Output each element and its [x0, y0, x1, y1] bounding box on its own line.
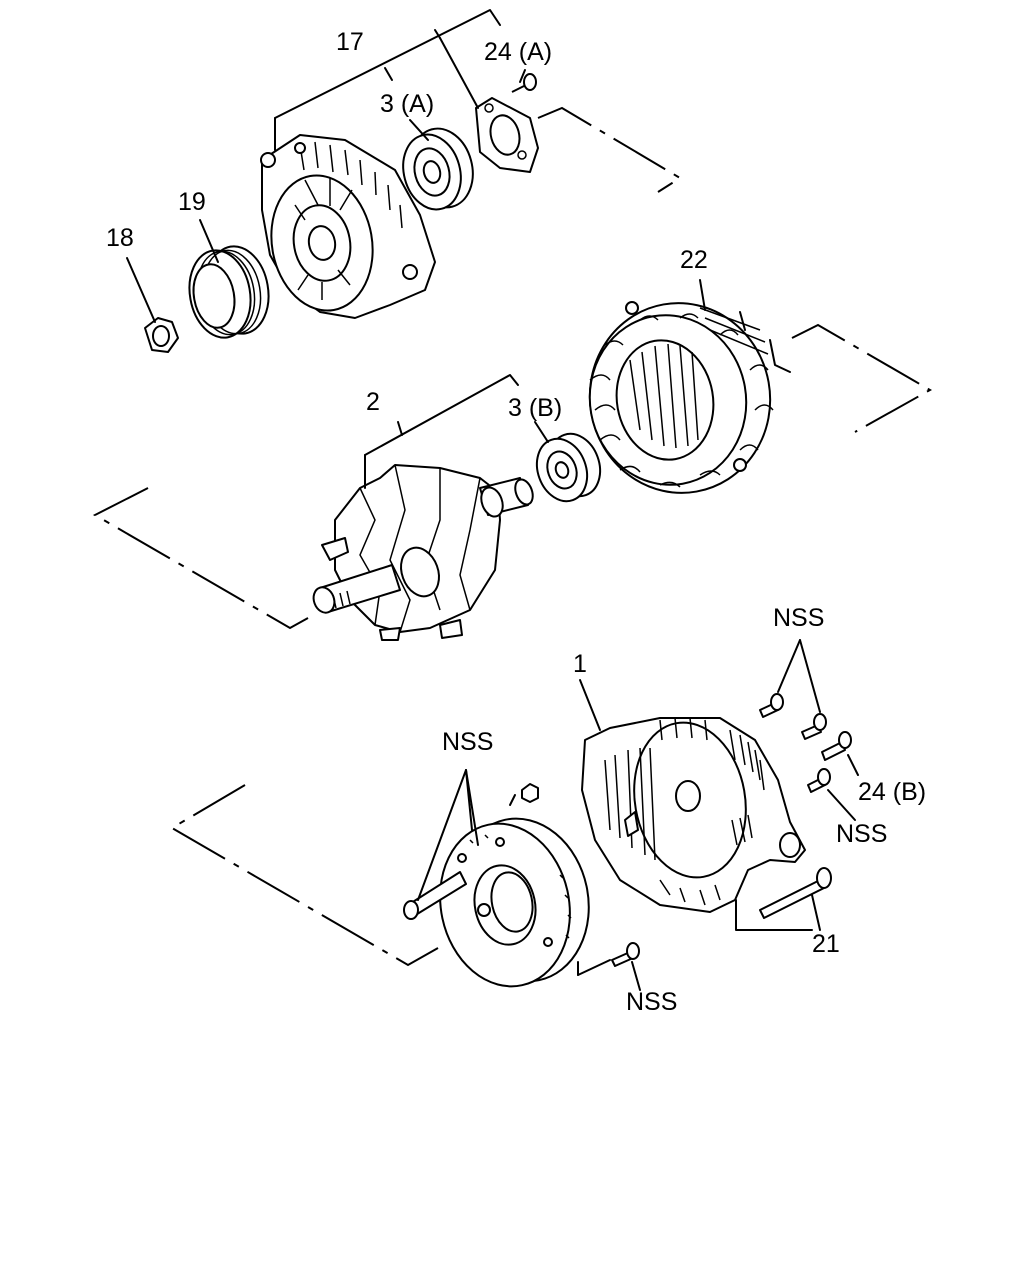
through-bolt — [759, 867, 832, 919]
label-nss-top: NSS — [773, 604, 824, 632]
nss-screw-c — [807, 768, 831, 793]
label-nss-bottom: NSS — [626, 988, 677, 1016]
callout-leaders — [126, 9, 859, 991]
label-2: 2 — [366, 388, 380, 416]
front-end-frame — [260, 134, 436, 319]
pulley — [188, 245, 270, 339]
front-bearing — [402, 127, 474, 211]
pulley-nut — [144, 317, 179, 353]
label-22: 22 — [680, 246, 708, 274]
label-24b: 24 (B) — [858, 778, 926, 806]
nss-screw-bottom — [611, 942, 640, 967]
label-nss-left: NSS — [442, 728, 493, 756]
nss-screw-a — [759, 693, 784, 718]
assembly-phantom-lines — [92, 106, 933, 967]
label-1: 1 — [573, 650, 587, 678]
label-18: 18 — [106, 224, 134, 252]
nss-screw-b — [801, 713, 827, 740]
screw-24b — [821, 731, 852, 761]
rear-bearing — [535, 432, 602, 503]
part-labels: 17 24 (A) 3 (A) 19 18 22 2 3 (B) 1 NSS 2… — [106, 28, 926, 1016]
label-3b: 3 (B) — [508, 394, 562, 422]
label-24a: 24 (A) — [484, 38, 552, 66]
label-21: 21 — [812, 930, 840, 958]
label-17: 17 — [336, 28, 364, 56]
label-3a: 3 (A) — [380, 90, 434, 118]
nss-stud-left — [403, 871, 467, 920]
rotor — [312, 464, 534, 641]
rear-cover — [439, 817, 590, 988]
label-19: 19 — [178, 188, 206, 216]
bearing-retainer-plate — [475, 97, 539, 173]
nss-nut-top — [521, 783, 539, 803]
stator — [588, 301, 791, 494]
label-nss-right: NSS — [836, 820, 887, 848]
screw-24a — [511, 73, 537, 93]
rear-frame — [581, 717, 806, 913]
